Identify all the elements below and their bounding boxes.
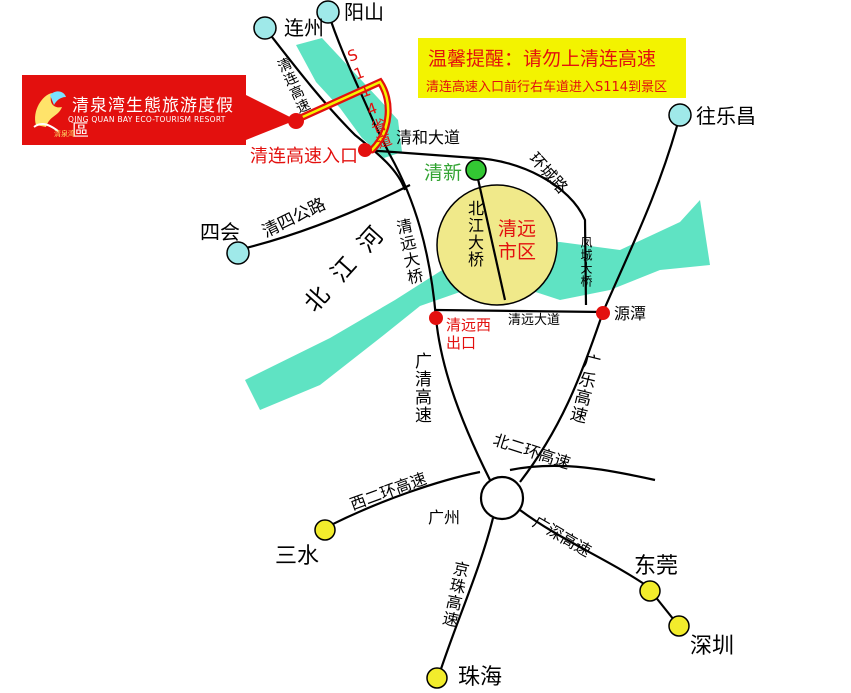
node-dongguan xyxy=(639,580,661,602)
road-guangshen xyxy=(519,509,651,589)
resort-logo: 清泉湾生態旅游度假區 QING QUAN BAY ECO-TOURISM RES… xyxy=(22,75,246,145)
road-beijiang-bridge xyxy=(474,169,507,301)
label-qinghe-avenue: 清和大道 xyxy=(396,128,461,147)
label-qinglian-entrance: 清连高速入口 xyxy=(250,146,358,167)
resort-mark-icon xyxy=(33,91,66,132)
label-beijiang-bridge: 北江大桥 xyxy=(465,200,484,268)
dot-qinglian-entrance xyxy=(358,143,372,157)
road-qingsi xyxy=(237,184,411,252)
warning-notice: 温馨提醒：请勿上清连高速 清连高速入口前行右车道进入S114到景区 xyxy=(418,38,686,98)
label-guangqing-highway: 广清高速 xyxy=(411,352,431,424)
label-lianzhou: 连州 xyxy=(284,16,324,40)
label-wangle: 往乐昌 xyxy=(696,104,756,128)
label-qingyuan-west-exit: 清远西出口 xyxy=(446,316,492,352)
road-qingyuan-avenue xyxy=(435,308,604,314)
road-north-second-ring xyxy=(509,464,656,482)
road-yangshan xyxy=(326,11,391,156)
node-guangzhou xyxy=(479,475,525,521)
route-s114-inner xyxy=(294,80,390,152)
label-fengcheng-bridge: 凤城大桥 xyxy=(579,236,593,288)
label-yuantan: 源潭 xyxy=(614,304,647,323)
dot-yuantan xyxy=(596,306,610,320)
resort-brand: 清泉湾生態旅游度假區 xyxy=(72,96,234,141)
notice-detail: 清连高速入口前行右车道进入S114到景区 xyxy=(426,80,668,95)
node-wangle xyxy=(668,103,692,127)
road-ring xyxy=(474,156,588,306)
dot-qingxin xyxy=(465,159,487,181)
label-shenzhen: 深圳 xyxy=(690,634,735,659)
node-sihui xyxy=(226,241,250,265)
node-lianzhou xyxy=(253,16,277,40)
node-yangshan xyxy=(316,0,340,24)
notice-title: 温馨提醒：请勿上清连高速 xyxy=(428,48,657,70)
label-downtown: 清远市区 xyxy=(498,218,537,263)
node-shenzhen xyxy=(668,615,690,637)
beijiang-river xyxy=(245,200,710,410)
dot-resort xyxy=(288,113,304,129)
label-zhuhai: 珠海 xyxy=(458,665,503,690)
road-west-second-ring xyxy=(324,470,481,529)
road-qinghe-avenue xyxy=(364,148,476,160)
dot-qingyuan-west xyxy=(429,311,443,325)
road-qinglian-highway xyxy=(264,27,407,191)
resort-subtitle: QING QUAN BAY ECO-TOURISM RESORT xyxy=(68,115,226,124)
node-zhuhai xyxy=(426,667,448,689)
label-qingxin: 清新 xyxy=(424,162,463,184)
label-guangzhou: 广州 xyxy=(428,508,461,527)
label-sanshui: 三水 xyxy=(275,544,320,569)
resort-mini-mark: 清泉湾 xyxy=(54,130,75,138)
downtown-circle xyxy=(436,184,558,306)
node-sanshui xyxy=(314,519,336,541)
label-qingyuan-avenue: 清远大道 xyxy=(508,313,561,328)
label-sihui: 四会 xyxy=(200,220,240,244)
road-jingzhu xyxy=(436,517,495,679)
logo-pointer xyxy=(246,95,296,140)
label-dongguan: 东莞 xyxy=(634,554,679,579)
label-yangshan: 阳山 xyxy=(344,0,384,24)
